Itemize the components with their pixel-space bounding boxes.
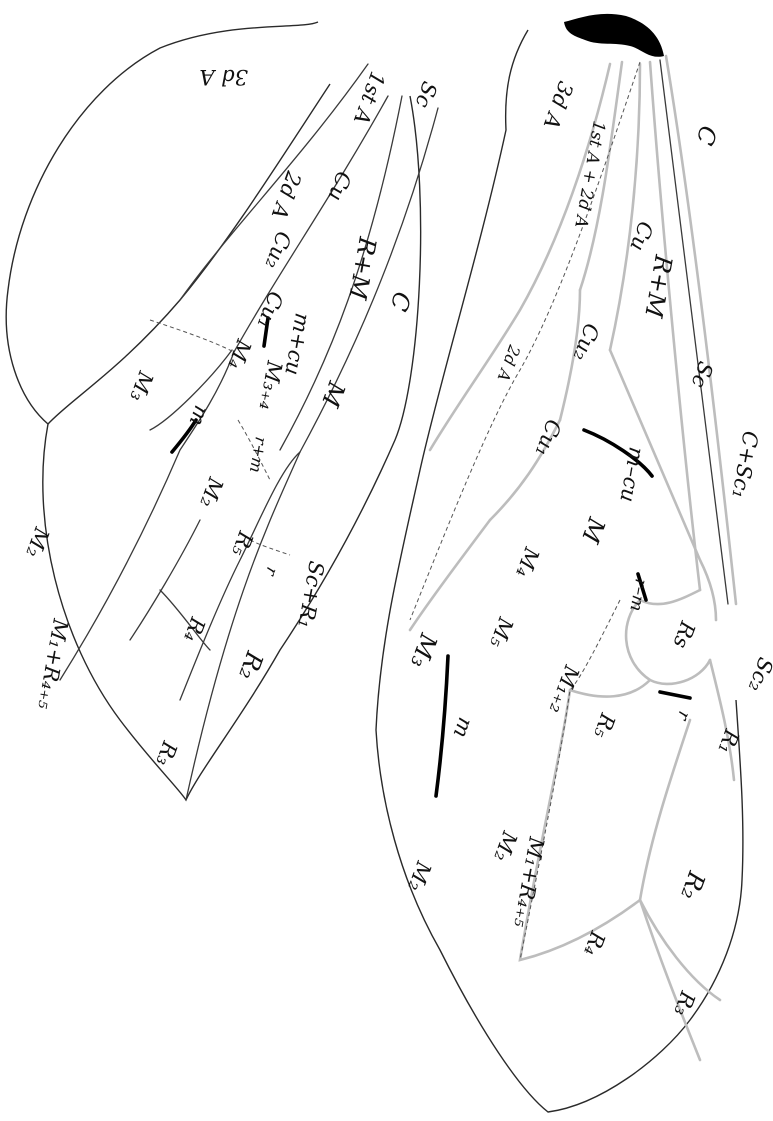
label-Sc-bot: Sc [686,358,718,391]
label-M2-bot: M₂ [403,857,436,894]
label-M5-bot: M₅ [485,613,518,651]
label-C-top: C [384,288,417,315]
label-Cu-top: Cu [323,168,356,204]
label-C-bot: C [690,122,723,149]
vein-R5-cell [570,680,650,697]
label-mcu-bot: m–cu [615,445,648,504]
label-Sc2-bot: Sc₂ [743,654,773,695]
label-M12-bot: M₁₊₂ [544,661,584,717]
label-M2-top: M₂ [195,473,228,510]
label-Cu1-bot: Cu₁ [530,416,566,460]
vein-R2-cell [640,720,720,1000]
crossvein-m-fore [436,656,448,796]
label-Cu2-bot: Cu₂ [568,320,604,364]
label-Cu1-top: Cu₁ [252,288,288,332]
label-2dA-top: 2d A [267,167,307,222]
label-3dA-bot: 3d A [539,78,578,132]
label-m-top: m [184,402,213,429]
fore-wing [376,14,743,1112]
label-1A2A-bot: 1st A + 2d A [570,119,609,229]
vein-RM-fore [610,64,640,350]
vein-R3-cell [640,900,700,1060]
label-3dA-top: 3d A [199,65,248,89]
fore-wing-outline [376,30,743,1112]
label-M-bot: M [575,513,611,548]
crossvein-m [172,420,196,452]
labels: 3d A 1st A Sc 2d A Cu Cu₂ R+M C Cu₁ m+cu… [21,65,773,1019]
label-R4-bot: R₄ [579,927,610,959]
crossvein-cu [150,320,234,352]
crossvein-r-fore [660,692,690,698]
label-R2-bot: R₂ [675,867,711,904]
fore-wing-sclerite [564,14,664,57]
label-M3-bot: M₃ [405,629,443,672]
vein-R4-cell [520,690,640,960]
vein-R1-fore [710,660,734,780]
label-M2b-bot: M₂ [489,827,522,864]
label-Cu2-top: Cu₂ [260,228,296,272]
label-r-top: r [261,565,282,580]
label-m-bot: m [448,714,477,741]
label-M1R45-top: M₁+R₄₊₅ [33,616,73,712]
vein-Sc-fore [650,62,700,590]
label-M-top: M [315,377,351,412]
label-R5-bot: R₅ [589,709,620,741]
label-ScR1-top: Sc+R₁ [293,559,328,630]
label-rm-bot: r–m [625,577,650,613]
label-M4-bot: M₄ [511,543,544,580]
label-M3-top: M₃ [125,367,158,404]
vein-M4-fore [410,520,490,630]
label-M34-top: M₃₊₄ [254,358,286,412]
label-1stA-top: 1st A [349,68,390,127]
hind-wing [6,22,438,800]
label-2dA-bot: 2d A [494,342,525,384]
label-Sc-top: Sc [410,78,442,111]
label-r-bot: r [672,708,694,723]
vein-1A2A-fore [430,64,610,450]
label-Rs-bot: Rs [668,617,700,651]
label-CSc1-bot: C+Sc₁ [727,429,762,500]
